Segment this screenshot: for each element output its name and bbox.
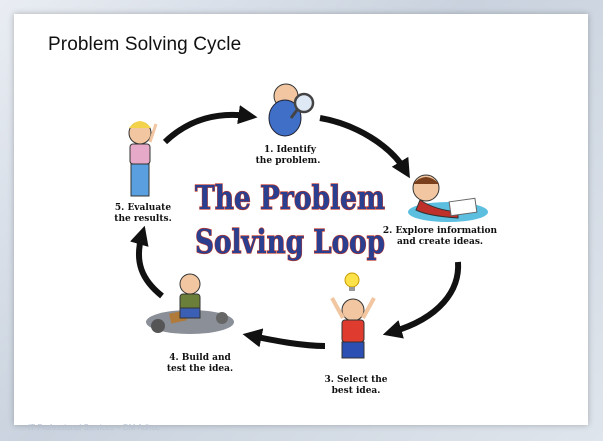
step-4-label-line2: test the idea. <box>167 364 233 374</box>
slide-card <box>14 14 588 425</box>
slide-footer: IT Professional Services – DM Adhoc <box>28 423 160 432</box>
cycle-arrow-4-to-5 <box>130 225 164 299</box>
slide-title: Problem Solving Cycle <box>48 34 242 55</box>
writing-person-icon <box>408 174 488 222</box>
building-person-icon <box>146 273 234 334</box>
step-3-label-line2: best idea. <box>332 386 381 396</box>
step-4-label-line1: 4. Build and <box>169 353 231 363</box>
step-3-label-line1: 3. Select the <box>324 375 387 385</box>
magnifying-person-icon <box>268 83 315 137</box>
step-2-label-line2: and create ideas. <box>397 237 483 247</box>
step-5-label-line1: 5. Evaluate <box>115 203 171 213</box>
step-1-label-line1: 1. Identify <box>264 145 317 155</box>
step-1-label-line2: the problem. <box>256 156 321 166</box>
thinking-person-icon <box>128 121 158 197</box>
center-title-line1: The Problem <box>195 178 385 217</box>
idea-person-icon <box>330 272 376 359</box>
cycle-arrow-1-to-2 <box>319 115 410 179</box>
cycle-arrow-2-to-3 <box>382 261 462 339</box>
step-5-label-line2: the results. <box>114 214 171 224</box>
cycle-arrow-3-to-4 <box>242 328 326 349</box>
center-title-line2: Solving Loop <box>195 222 385 261</box>
step-2-label-line1: 2. Explore information <box>383 226 498 236</box>
cycle-arrow-5-to-1 <box>162 105 258 145</box>
